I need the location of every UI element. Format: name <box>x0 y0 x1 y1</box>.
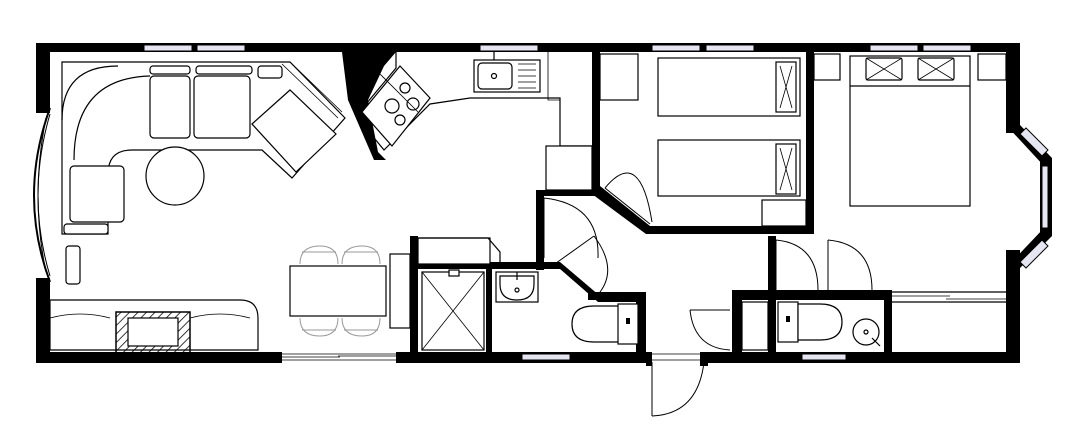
wall-ensuite-upper <box>768 236 776 290</box>
door-bathroom <box>551 235 595 267</box>
east-wall-lower <box>1006 250 1020 363</box>
window-lounge-2 <box>196 44 246 52</box>
wall-ensuite-mid <box>768 290 776 360</box>
coffee-table <box>145 146 205 206</box>
bedroom-twin <box>599 53 807 227</box>
kitchen-counter <box>355 52 592 151</box>
chair-4 <box>341 317 381 337</box>
wall-hall-left <box>536 190 544 270</box>
sofa-cushion-1 <box>149 75 191 139</box>
sofa-cushion-3 <box>69 165 125 223</box>
sofa-arm-1 <box>63 223 109 235</box>
bedside-left <box>813 53 841 81</box>
west-wall-upper <box>36 43 50 113</box>
window-bedroom1-1 <box>869 44 919 52</box>
side-unit <box>65 245 81 285</box>
wall-bed2-bed1 <box>806 52 814 234</box>
hob-ring-2 <box>384 98 400 114</box>
bedside-bed2 <box>761 199 807 227</box>
window-bedroom2-2 <box>705 44 755 52</box>
chair-3 <box>299 317 339 337</box>
lounge <box>49 61 411 357</box>
window-bay-east <box>1041 165 1049 229</box>
west-bay-outer <box>33 107 51 283</box>
wall-bed2-bottom <box>592 186 810 234</box>
east-bay-wall-bottom <box>1006 228 1052 268</box>
hob-ring-1 <box>399 82 411 94</box>
wall-toilet-top <box>588 292 638 300</box>
window-kitchen <box>479 44 539 52</box>
sofa-corner-cushion <box>251 89 337 173</box>
sofa-curve-inner <box>73 75 151 161</box>
chair-2 <box>341 245 381 265</box>
windows <box>33 44 1049 361</box>
ensuite <box>741 301 881 351</box>
toilet-ensuite <box>797 303 843 341</box>
double-bed <box>849 55 971 207</box>
interior-walls <box>342 52 892 363</box>
east-bay-wall-top <box>1006 125 1052 166</box>
sofa-curve-outer <box>61 65 119 121</box>
wall-kitchen-bed2 <box>592 52 600 192</box>
wall-hall-top <box>536 190 598 196</box>
window-ensuite <box>801 353 847 361</box>
kitchen-cupboard <box>545 145 593 191</box>
bathroom <box>421 269 639 351</box>
wall-toilet-east <box>636 292 646 360</box>
kitchen <box>355 52 593 265</box>
west-bay-glass <box>37 117 47 273</box>
wall-ensuite-north <box>732 290 890 300</box>
bedside-right <box>977 53 1007 81</box>
tv-bench <box>49 299 259 351</box>
wall-ensuite-west <box>732 290 742 360</box>
window-lounge-1 <box>143 44 193 52</box>
wall-shower-divider <box>486 268 492 352</box>
window-bedroom2-1 <box>651 44 701 52</box>
window-bay-se <box>1019 239 1049 269</box>
fridge-unit <box>417 237 491 265</box>
hob-ring-4 <box>394 114 406 126</box>
wc-cabinet <box>741 301 769 351</box>
west-wall-lower <box>36 278 50 363</box>
hob-ring-3 <box>406 97 420 111</box>
window-shower <box>521 353 571 361</box>
toilet-bath <box>571 305 621 343</box>
hallway <box>543 197 819 417</box>
wall-bath-north <box>410 262 560 269</box>
window-bedroom1-2 <box>922 44 972 52</box>
sideboard <box>389 253 411 329</box>
door-bed2 <box>604 187 651 225</box>
wall-bath-west <box>410 236 418 360</box>
window-bay-ne <box>1019 127 1049 157</box>
wardrobe-bed2 <box>599 53 639 101</box>
wall-ensuite-east <box>884 290 892 360</box>
chair-1 <box>299 245 339 265</box>
dining-table <box>289 265 387 317</box>
east-wall-upper <box>1006 43 1020 133</box>
south-wall-bedroom <box>706 352 1020 363</box>
bedroom-master <box>813 53 1007 303</box>
south-wall-lounge <box>36 352 282 363</box>
sofa-cushion-2 <box>193 75 251 139</box>
